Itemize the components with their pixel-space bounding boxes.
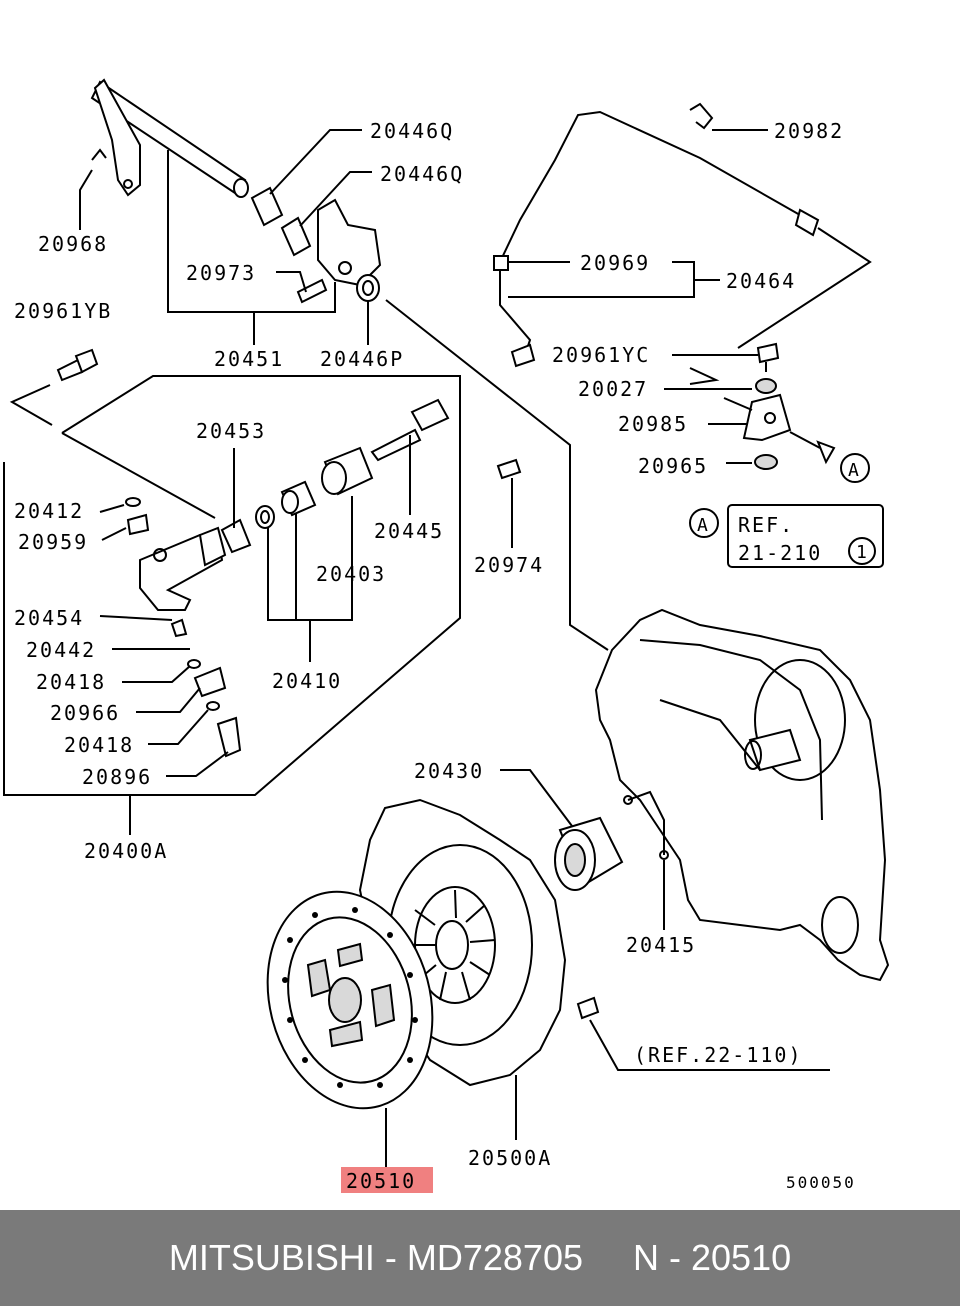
label-20959: 20959	[18, 530, 88, 554]
label-20500a: 20500A	[468, 1146, 552, 1170]
dowel-pin	[576, 996, 830, 1071]
label-20451: 20451	[214, 347, 284, 371]
label-20027: 20027	[578, 377, 648, 401]
label-20961yb: 20961YB	[14, 299, 112, 323]
label-20464: 20464	[726, 269, 796, 293]
clutch-hose-assembly	[493, 102, 872, 368]
label-ref-22-110: (REF.22-110)	[634, 1043, 803, 1067]
label-20961yc: 20961YC	[552, 343, 650, 367]
parts-diagram: A A REF. 21-210 1	[3, 78, 890, 1193]
label-20973: 20973	[186, 261, 256, 285]
bolt-20961yb	[9, 348, 99, 426]
label-20968: 20968	[38, 232, 108, 256]
shaft-leader-lines	[79, 129, 609, 651]
ref-box-line1: REF.	[738, 513, 794, 537]
release-bearing	[500, 769, 624, 891]
part-labels: 20446Q 20446Q 20968 20973 20961YB 20451 …	[14, 119, 856, 1193]
label-20418-b: 20418	[64, 733, 134, 757]
label-20412: 20412	[14, 499, 84, 523]
label-20446p: 20446P	[320, 347, 404, 371]
label-20454: 20454	[14, 606, 84, 630]
clutch-disc	[266, 890, 434, 1168]
label-20442: 20442	[26, 638, 96, 662]
label-20969: 20969	[580, 251, 650, 275]
bolt-20974	[496, 458, 522, 548]
release-cylinder-parts	[125, 398, 450, 758]
ref-box-callout: A	[697, 515, 708, 536]
label-20446q-a: 20446Q	[370, 119, 454, 143]
footer-bar: MITSUBISHI - MD728705 N - 20510	[0, 1210, 960, 1306]
label-20400a: 20400A	[84, 839, 168, 863]
transmission-housing	[594, 608, 890, 982]
label-20974: 20974	[474, 553, 544, 577]
callout-a: A	[840, 453, 870, 483]
label-20966: 20966	[50, 701, 120, 725]
label-20410: 20410	[272, 669, 342, 693]
label-20430: 20430	[414, 759, 484, 783]
callout-a-text: A	[848, 460, 859, 481]
ref-box-num: 1	[856, 542, 867, 563]
label-20510: 20510	[346, 1169, 416, 1193]
ref-box-line2: 21-210	[738, 541, 822, 565]
label-20415: 20415	[626, 933, 696, 957]
label-20446q-b: 20446Q	[380, 162, 464, 186]
highlight-20510	[341, 1167, 433, 1193]
label-20985: 20985	[618, 412, 688, 436]
label-20403: 20403	[316, 562, 386, 586]
diagram-code: 500050	[786, 1173, 856, 1192]
release-cylinder-frame	[3, 375, 461, 796]
label-20896: 20896	[82, 765, 152, 789]
label-20982: 20982	[774, 119, 844, 143]
label-20965: 20965	[638, 454, 708, 478]
label-20453: 20453	[196, 419, 266, 443]
clutch-shaft-assembly	[90, 78, 382, 304]
label-20445: 20445	[374, 519, 444, 543]
release-cylinder-leaders	[99, 435, 411, 835]
ref-box: A REF. 21-210 1	[689, 504, 884, 568]
label-20418-a: 20418	[36, 670, 106, 694]
hose-bracket-parts	[664, 342, 836, 470]
footer-part-info: MITSUBISHI - MD728705 N - 20510	[168, 1237, 792, 1278]
